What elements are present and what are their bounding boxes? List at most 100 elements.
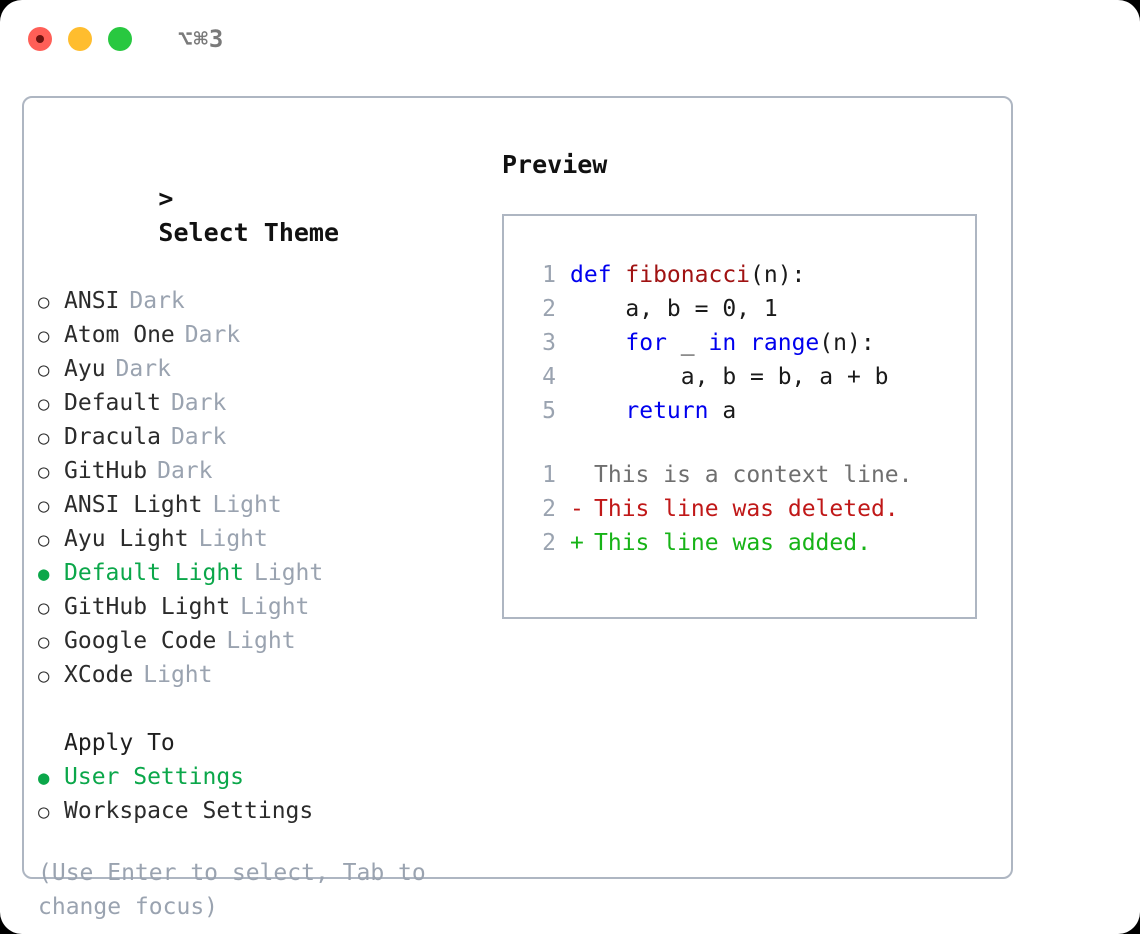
code-text: return a: [570, 394, 736, 428]
theme-list-header: > Select Theme: [38, 148, 488, 284]
token-pl: [570, 398, 625, 424]
theme-option-name: Ayu Light: [64, 526, 189, 552]
code-text: a, b = b, a + b: [570, 360, 889, 394]
theme-option-category: Light: [240, 594, 310, 620]
theme-option-name: Atom One: [64, 322, 175, 348]
radio-selected-icon: ●: [38, 563, 50, 585]
theme-option-category: Light: [226, 628, 296, 654]
token-kw: def: [570, 262, 626, 288]
preview-column: Preview 1 def fibonacci(n): 2 a, b = 0, 1 3…: [502, 148, 1002, 619]
diff-line-0: 1 This is a context line.: [522, 458, 975, 492]
keyboard-hint-text: (Use Enter to select, Tab to change focu…: [38, 860, 440, 920]
token-pl: [570, 330, 625, 356]
minimize-button-icon[interactable]: [68, 27, 92, 51]
code-text: for _ in range(n):: [570, 326, 874, 360]
diff-line-2: 2+This line was added.: [522, 526, 975, 560]
apply-to-option-1[interactable]: ○ Workspace Settings: [38, 794, 488, 828]
hint-gap: [38, 828, 488, 856]
token-pl: [736, 330, 750, 356]
radio-unselected-icon: ○: [38, 495, 50, 517]
theme-option-name: Default: [64, 390, 161, 416]
preview-title: Preview: [502, 150, 608, 179]
keyboard-shortcut-label: ⌥⌘3: [178, 25, 225, 53]
line-number: 5: [542, 398, 556, 424]
code-line-4: 5 return a: [522, 394, 975, 428]
diff-content: This line was added.: [594, 530, 871, 556]
code-text: def fibonacci(n):: [570, 258, 805, 292]
apply-to-option-0[interactable]: ●User Settings: [38, 760, 488, 794]
code-line-0: 1 def fibonacci(n):: [522, 258, 975, 292]
theme-option-name: Default Light: [64, 560, 245, 586]
diff-sample: 1 This is a context line.2-This line was…: [522, 458, 975, 560]
token-pl: (n):: [750, 262, 806, 288]
token-kw: for: [625, 330, 667, 356]
theme-option-8[interactable]: ● Default Light Light: [38, 556, 488, 590]
theme-option-name: GitHub: [64, 458, 148, 484]
maximize-button-icon[interactable]: [108, 27, 132, 51]
theme-option-name: Ayu: [64, 356, 106, 382]
theme-option-category: Light: [212, 492, 282, 518]
theme-option-0[interactable]: ○ ANSI Dark: [38, 284, 488, 318]
code-text: a, b = 0, 1: [570, 292, 778, 326]
line-number: 3: [542, 330, 556, 356]
theme-option-category: Light: [254, 560, 324, 586]
diff-sign: [570, 458, 594, 492]
line-number: 2: [542, 496, 556, 522]
radio-unselected-icon: ○: [38, 801, 50, 823]
theme-option-4[interactable]: ○ Dracula Dark: [38, 420, 488, 454]
title-bar: ⌥⌘3: [0, 0, 1140, 78]
token-pl: a, b = 0, 1: [570, 296, 778, 322]
apply-to-option-name: User Settings: [64, 764, 245, 790]
theme-option-2[interactable]: ○ Ayu Dark: [38, 352, 488, 386]
code-line-3: 4 a, b = b, a + b: [522, 360, 975, 394]
line-number: 1: [542, 262, 556, 288]
line-number: 4: [542, 364, 556, 390]
diff-sign: +: [570, 530, 584, 556]
token-pl: a, b = b, a + b: [570, 364, 889, 390]
diff-text-ctx: This is a context line.: [570, 458, 913, 492]
preview-box: 1 def fibonacci(n): 2 a, b = 0, 1 3 for _ i…: [502, 214, 977, 619]
radio-unselected-icon: ○: [38, 325, 50, 347]
list-gap: [38, 692, 488, 726]
line-number: 1: [542, 462, 556, 488]
radio-unselected-icon: ○: [38, 597, 50, 619]
diff-text-add: + This line was added.: [570, 526, 871, 560]
theme-option-name: GitHub Light: [64, 594, 231, 620]
diff-sign: -: [570, 496, 584, 522]
apply-to-option-name: Workspace Settings: [64, 798, 314, 824]
radio-unselected-icon: ○: [38, 427, 50, 449]
theme-option-category: Dark: [157, 458, 213, 484]
theme-option-category: Dark: [115, 356, 171, 382]
theme-option-category: Dark: [170, 424, 227, 450]
diff-gap: [522, 428, 975, 458]
radio-unselected-icon: ○: [38, 631, 50, 653]
radio-unselected-icon: ○: [38, 291, 50, 313]
theme-option-category: Light: [198, 526, 268, 552]
apply-to-label: Apply To: [64, 730, 175, 756]
diff-line-1: 2-This line was deleted.: [522, 492, 975, 526]
diff-content: This line was deleted.: [594, 496, 899, 522]
code-line-2: 3 for _ in range(n):: [522, 326, 975, 360]
close-button-icon[interactable]: [28, 27, 52, 51]
theme-option-9[interactable]: ○ GitHub Light Light: [38, 590, 488, 624]
theme-option-category: Dark: [129, 288, 185, 314]
radio-unselected-icon: ○: [38, 359, 50, 381]
token-pl: _: [666, 330, 709, 356]
theme-option-name: ANSI: [64, 288, 120, 314]
theme-option-name: XCode: [64, 662, 134, 688]
theme-option-name: Dracula: [64, 424, 161, 450]
token-kw: in: [708, 330, 737, 356]
token-pl: a: [708, 398, 737, 424]
